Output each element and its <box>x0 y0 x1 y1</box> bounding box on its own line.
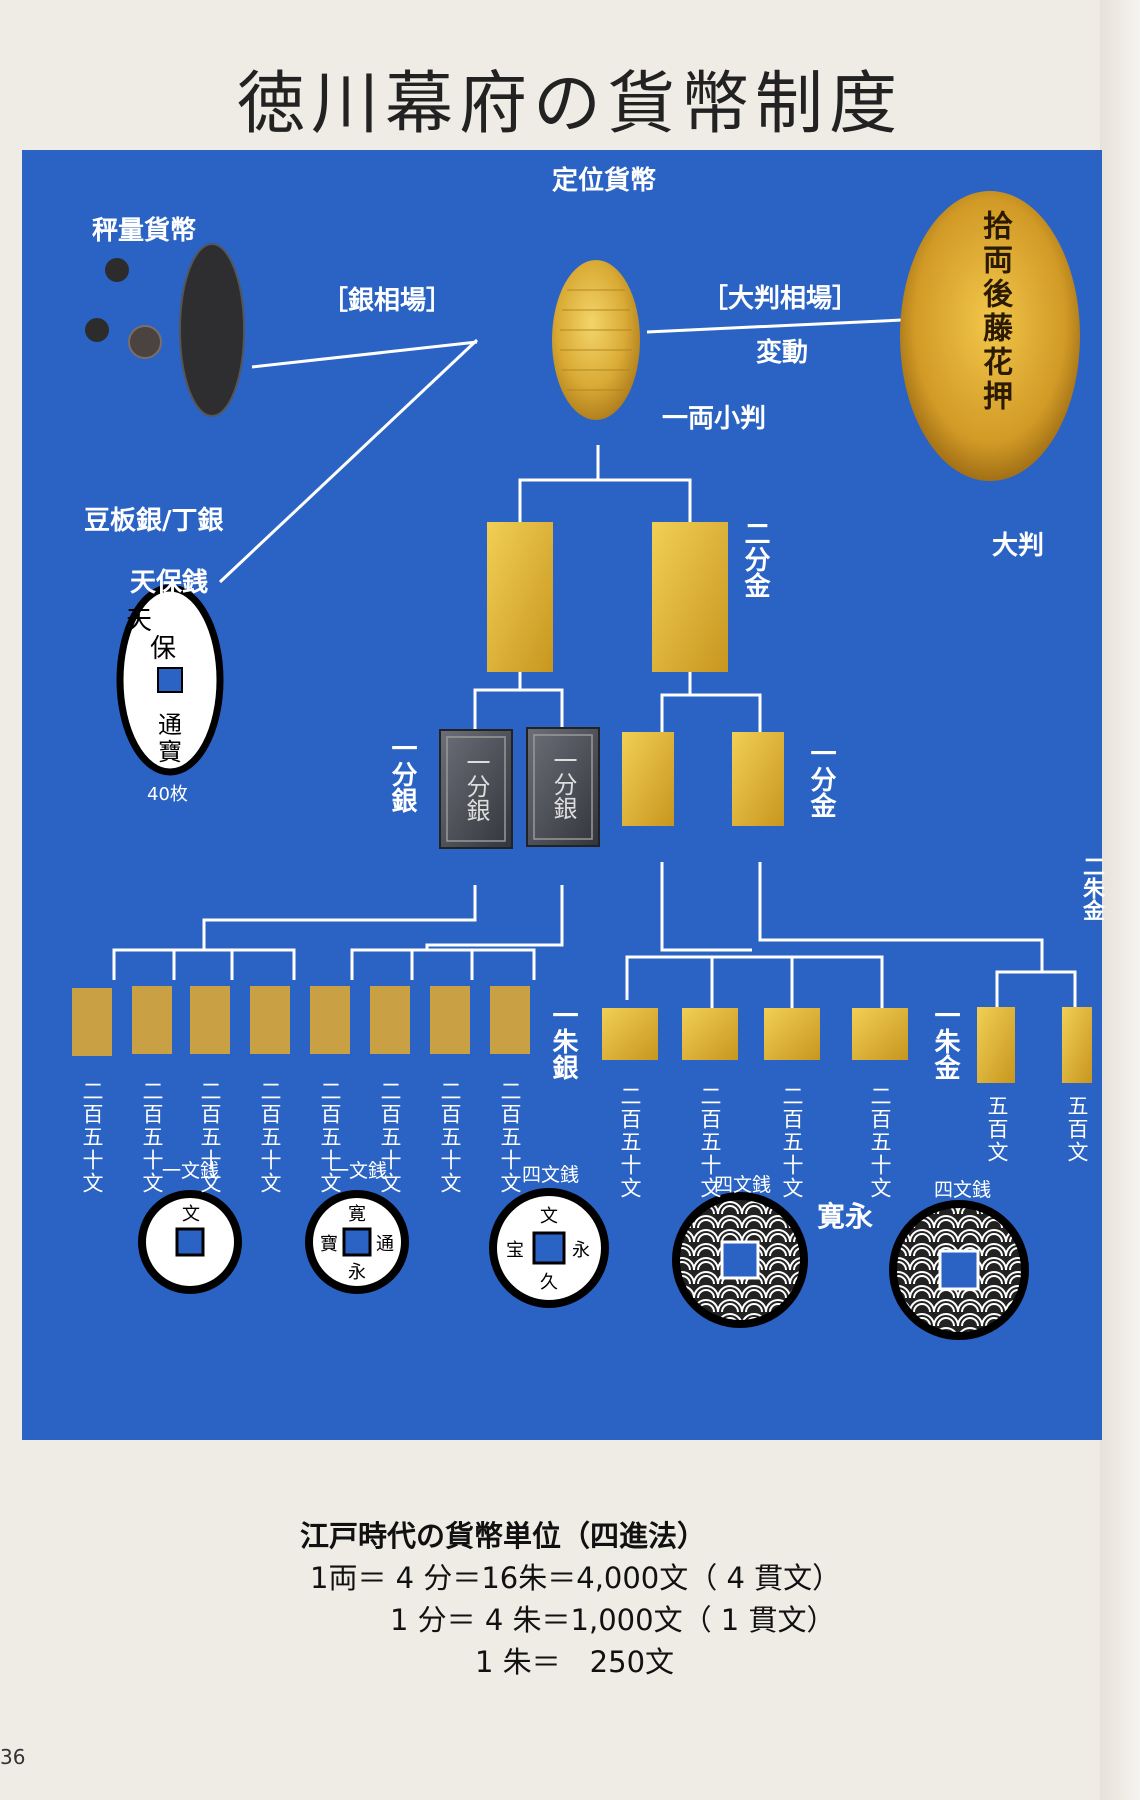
units-heading: 江戸時代の貨幣単位（四進法） <box>300 1519 707 1553</box>
nibukin-coin <box>487 522 553 672</box>
nishukin-coin <box>977 1007 1015 1083</box>
nibukin-label: 二分金 <box>740 520 770 598</box>
value-label: 二百五十文 <box>438 1080 462 1195</box>
tenpo-count-label: 40枚 <box>147 784 188 805</box>
oban-inscription: 拾両後藤花押 <box>977 210 1012 414</box>
coin-char: 永 <box>348 1262 366 1283</box>
weighed-currency-label: 秤量貨幣 <box>92 216 197 246</box>
copper-coin-label: 四文銭 <box>714 1174 772 1196</box>
fixed-currency-label: 定位貨幣 <box>552 166 657 196</box>
page-edge <box>1100 0 1140 1800</box>
silver-rate-label: ［銀相場］ <box>322 286 453 316</box>
tenpo-char-2: 保 <box>150 634 177 664</box>
page-title: 徳川幕府の貨幣制度 <box>236 65 903 144</box>
currency-units-section: 江戸時代の貨幣単位（四進法） 1両＝ 4 分＝16朱＝4,000文（ 4 貫文）… <box>300 1515 920 1683</box>
tenpo-char-3: 通 <box>158 711 182 739</box>
nibukin-coin <box>652 522 728 672</box>
tenpo-char-4: 寶 <box>158 738 182 766</box>
fluctuation-label: 変動 <box>756 338 809 368</box>
ichibugin-label: 一分銀 <box>387 735 417 813</box>
value-label: 二百五十文 <box>780 1085 804 1200</box>
ichibugin-coin <box>526 727 600 847</box>
oban-rate-label: ［大判相場］ <box>702 284 859 314</box>
ichibukin-label: 一分金 <box>806 740 836 818</box>
coin-char: 文 <box>540 1206 558 1227</box>
chogin-label: 豆板銀/丁銀 <box>84 506 224 536</box>
value-label: 五百文 <box>1065 1095 1089 1164</box>
coin-char: 永 <box>572 1240 590 1261</box>
oban-coin <box>900 191 1080 481</box>
nishukin-coin <box>1062 1007 1092 1083</box>
page-number: 36 <box>0 1745 26 1769</box>
value-label: 二百五十文 <box>618 1085 642 1200</box>
units-line-1: 1両＝ 4 分＝16朱＝4,000文（ 4 貫文） <box>310 1561 842 1595</box>
coin-char: 文 <box>182 1204 200 1225</box>
tenpo-sen-label: 天保銭 <box>130 568 209 598</box>
value-label: 二百五十文 <box>80 1080 104 1195</box>
diagram-graphics <box>72 191 1092 1340</box>
isshugin-coins <box>72 986 530 1056</box>
ichibugin-face-2: 一分銀 <box>549 748 577 820</box>
value-label: 二百五十文 <box>258 1080 282 1195</box>
koban-label: 一両小判 <box>662 404 767 434</box>
copper-coin-label: 一文銭 <box>162 1160 220 1182</box>
value-label: 二百五十文 <box>198 1080 222 1195</box>
nishukin-label: 二朱金 <box>1079 855 1104 921</box>
chogin-coin <box>179 243 245 417</box>
coin-char: 久 <box>540 1272 558 1293</box>
isshugin-label: 一朱銀 <box>548 1002 578 1080</box>
coin-char: 寶 <box>320 1234 338 1255</box>
mameita-gin-coin <box>128 325 162 359</box>
copper-coin-label: 一文銭 <box>330 1160 388 1182</box>
currency-diagram-panel: 拾両後藤花押 天 保 通 寶 一分銀 一分銀 定位貨幣 秤量貨幣 ［銀相場］ ［… <box>22 150 1104 1440</box>
copper-coins <box>138 1188 1029 1340</box>
connector-lines <box>112 318 1077 1008</box>
coin-char: 寛 <box>348 1204 366 1225</box>
koban-coin <box>552 260 640 420</box>
value-label: 二百五十文 <box>318 1080 342 1195</box>
coin-char: 通 <box>376 1234 394 1255</box>
value-label: 二百五十文 <box>698 1085 722 1200</box>
mameita-gin-coin <box>105 258 129 282</box>
value-label: 二百五十文 <box>498 1080 522 1195</box>
ichibugin-face-1: 一分銀 <box>462 750 490 822</box>
units-line-2: 1 分＝ 4 朱＝1,000文（ 1 貫文） <box>390 1603 836 1637</box>
value-label: 五百文 <box>985 1095 1009 1164</box>
kanei-label: 寛永 <box>817 1200 874 1233</box>
tenpo-char-1: 天 <box>126 606 153 636</box>
value-label: 二百五十文 <box>868 1085 892 1200</box>
oban-label: 大判 <box>992 531 1045 561</box>
isshukin-coins <box>602 1008 908 1060</box>
mameita-gin-coin <box>85 318 109 342</box>
ichibugin-coin <box>439 729 513 849</box>
value-label: 二百五十文 <box>140 1080 164 1195</box>
isshukin-label: 一朱金 <box>930 1002 960 1080</box>
ichibukin-coin <box>732 732 784 826</box>
units-line-3: 1 朱＝ 250文 <box>475 1645 675 1679</box>
ichibukin-coin <box>622 732 674 826</box>
coin-char: 宝 <box>506 1240 524 1261</box>
copper-coin-label: 四文銭 <box>934 1179 992 1201</box>
copper-coin-label: 四文銭 <box>522 1164 580 1186</box>
value-label: 二百五十文 <box>378 1080 402 1195</box>
